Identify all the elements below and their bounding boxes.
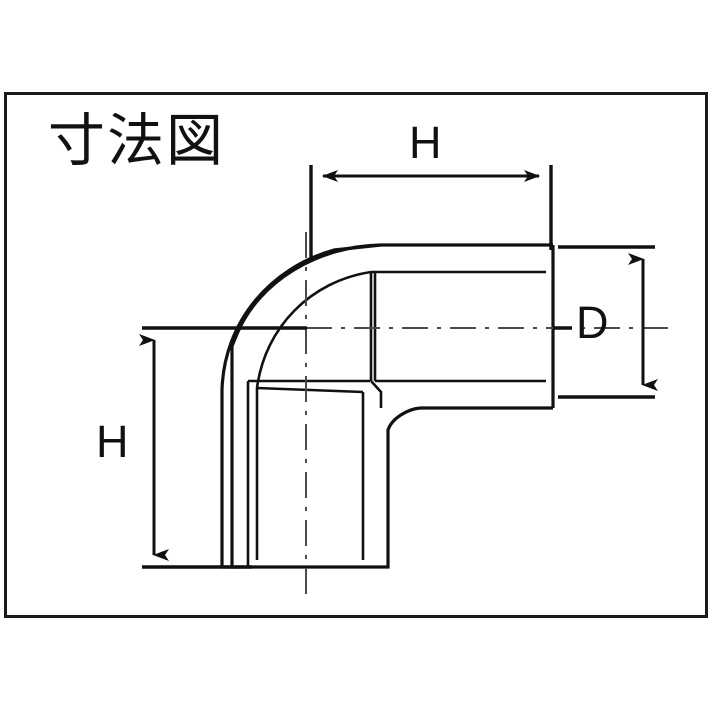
elbow-inner-bore-lines bbox=[246, 270, 546, 569]
dimension-d-right bbox=[553, 245, 658, 399]
page-title: 寸法図 bbox=[48, 108, 225, 174]
centerline-group bbox=[258, 232, 676, 600]
dimension-h-top bbox=[309, 165, 553, 262]
dimension-label-h-top: H bbox=[409, 117, 442, 168]
elbow-fitting-outline bbox=[220, 243, 555, 569]
dimension-label-d-right: D bbox=[576, 297, 609, 348]
dimension-h-left bbox=[139, 326, 307, 569]
dimension-label-h-left: H bbox=[96, 416, 129, 467]
